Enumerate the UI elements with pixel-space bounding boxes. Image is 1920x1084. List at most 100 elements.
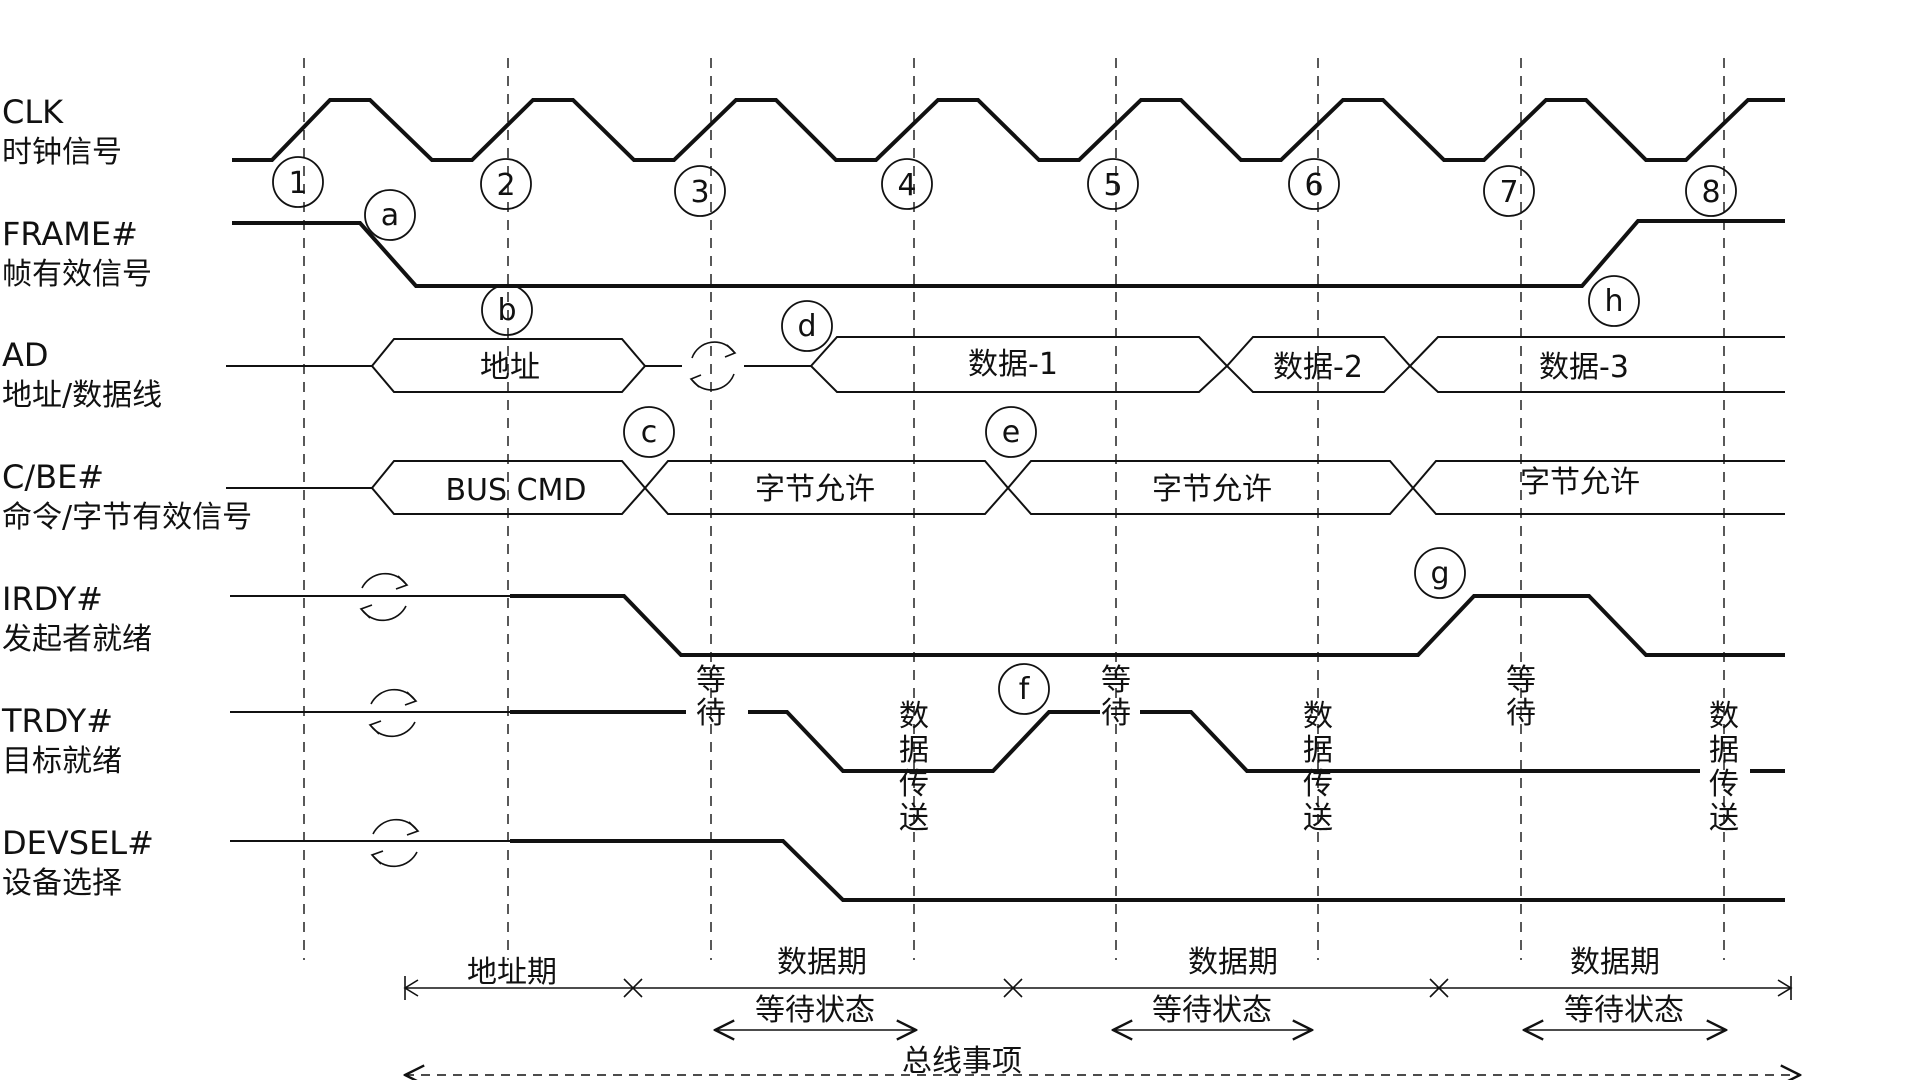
cbe-bus-labels: BUS CMD 字节允许 字节允许 字节允许 <box>445 465 1640 508</box>
clock-markers <box>272 156 1737 217</box>
ad-label-data1: 数据-1 <box>968 347 1058 382</box>
signal-desc-clk: 时钟信号 <box>2 135 122 170</box>
clock-marker-label-3: 3 <box>690 175 709 210</box>
transfer-note-1-char-4: 送 <box>899 801 929 836</box>
signal-name-clk: CLK <box>2 93 64 131</box>
turnaround-icon-trdy <box>368 688 418 738</box>
wait-note-2-char-2: 待 <box>1101 696 1131 731</box>
wait-state-label-1: 等待状态 <box>755 993 875 1028</box>
signal-desc-trdy: 目标就绪 <box>2 744 122 779</box>
wait-note-3-char-1: 等 <box>1506 663 1536 698</box>
clock-marker-labels: 1 2 3 4 5 6 7 8 <box>288 166 1720 210</box>
transfer-note-1-char-1: 数 <box>899 699 929 734</box>
event-marker-label-h: h <box>1604 284 1623 319</box>
signal-desc-frame: 帧有效信号 <box>2 257 152 292</box>
event-marker-f <box>998 663 1050 715</box>
transfer-note-3-char-1: 数 <box>1709 699 1739 734</box>
clock-marker-4 <box>881 158 933 210</box>
event-marker-b <box>481 284 533 336</box>
wait-state-label-3: 等待状态 <box>1564 993 1684 1028</box>
phase-labels: 地址期 数据期 数据期 数据期 等待状态 等待状态 等待状态 总线事项 <box>467 945 1684 1079</box>
event-marker-label-d: d <box>797 309 816 344</box>
clock-marker-6 <box>1288 158 1340 210</box>
clock-marker-label-2: 2 <box>496 168 515 203</box>
cbe-label-buscmd: BUS CMD <box>445 473 586 508</box>
wait-note-2-char-1: 等 <box>1101 663 1131 698</box>
clock-marker-2 <box>480 158 532 210</box>
event-marker-label-e: e <box>1002 415 1020 450</box>
event-marker-labels: a b c d e f g h <box>381 198 1624 707</box>
data-phase-label-3: 数据期 <box>1570 945 1660 980</box>
phase-arrows <box>405 976 1800 1075</box>
clock-marker-7 <box>1483 165 1535 217</box>
signal-name-irdy: IRDY# <box>2 580 103 618</box>
event-marker-label-g: g <box>1430 556 1449 591</box>
event-marker-label-a: a <box>381 198 399 233</box>
clock-marker-label-6: 6 <box>1304 168 1323 203</box>
signal-desc-devsel: 设备选择 <box>2 866 122 901</box>
ad-bus-labels: 地址 数据-1 数据-2 数据-3 <box>480 347 1629 385</box>
trdy-waveform-segment-3 <box>1140 710 1700 773</box>
signal-name-trdy: TRDY# <box>1 702 113 740</box>
event-marker-d <box>781 300 833 352</box>
clock-marker-1 <box>272 156 324 208</box>
clock-marker-label-4: 4 <box>897 168 916 203</box>
event-marker-label-c: c <box>641 415 658 450</box>
ad-label-data2: 数据-2 <box>1273 350 1363 385</box>
signal-name-cbe: C/BE# <box>2 458 104 496</box>
transfer-note-3-char-2: 据 <box>1709 733 1739 768</box>
wait-note-1-char-1: 等 <box>696 663 726 698</box>
turnaround-icon-ad <box>689 341 737 391</box>
trdy-waveform-segment-2 <box>748 710 1100 773</box>
transfer-note-1-char-2: 据 <box>899 733 929 768</box>
clock-marker-label-7: 7 <box>1499 175 1518 210</box>
wait-state-label-2: 等待状态 <box>1152 993 1272 1028</box>
event-marker-a <box>364 189 416 241</box>
event-markers <box>364 189 1640 715</box>
turnaround-icon-devsel <box>370 818 420 868</box>
turnaround-icon-irdy <box>359 572 409 622</box>
signal-desc-cbe: 命令/字节有效信号 <box>2 500 252 535</box>
event-marker-label-f: f <box>1019 672 1031 707</box>
transfer-note-2-char-4: 送 <box>1303 801 1333 836</box>
wait-note-1-char-2: 待 <box>696 696 726 731</box>
transaction-label: 总线事项 <box>902 1044 1022 1079</box>
clock-marker-3 <box>674 165 726 217</box>
signal-name-devsel: DEVSEL# <box>2 824 154 862</box>
transfer-note-3-char-4: 送 <box>1709 801 1739 836</box>
transfer-note-1-char-3: 传 <box>899 767 929 802</box>
phase-cross-1 <box>623 978 643 998</box>
signal-labels: CLK 时钟信号 FRAME# 帧有效信号 AD 地址/数据线 C/BE# 命令… <box>1 93 252 901</box>
ad-data3-segment <box>1408 336 1785 393</box>
phase-cross-3 <box>1429 978 1449 998</box>
devsel-waveform <box>510 839 1785 902</box>
event-marker-label-b: b <box>497 293 516 328</box>
ad-bus-waveform <box>226 336 1785 393</box>
signal-name-frame: FRAME# <box>2 215 138 253</box>
event-marker-c <box>623 406 675 458</box>
cbe-byte-enable-3-segment <box>1411 460 1785 515</box>
wait-note-3-char-2: 待 <box>1506 696 1536 731</box>
transfer-note-2-char-1: 数 <box>1303 699 1333 734</box>
clock-marker-8 <box>1685 165 1737 217</box>
clock-marker-5 <box>1087 158 1139 210</box>
irdy-waveform <box>510 594 1785 657</box>
signal-name-ad: AD <box>2 336 49 374</box>
event-marker-e <box>985 406 1037 458</box>
signal-desc-irdy: 发起者就绪 <box>2 622 152 657</box>
cbe-label-byte-enable-2: 字节允许 <box>1152 472 1272 507</box>
cbe-label-byte-enable-3: 字节允许 <box>1520 465 1640 500</box>
ad-label-address: 地址 <box>480 350 540 385</box>
cbe-label-byte-enable-1: 字节允许 <box>755 472 875 507</box>
event-marker-h <box>1588 275 1640 327</box>
cbe-bus-waveform <box>226 460 1785 515</box>
clock-marker-label-5: 5 <box>1103 168 1122 203</box>
transfer-note-2-char-2: 据 <box>1303 733 1333 768</box>
trdy-waveform <box>510 710 1785 773</box>
address-phase-label: 地址期 <box>467 955 557 990</box>
clock-marker-label-1: 1 <box>288 166 307 201</box>
clk-waveform <box>232 98 1785 162</box>
